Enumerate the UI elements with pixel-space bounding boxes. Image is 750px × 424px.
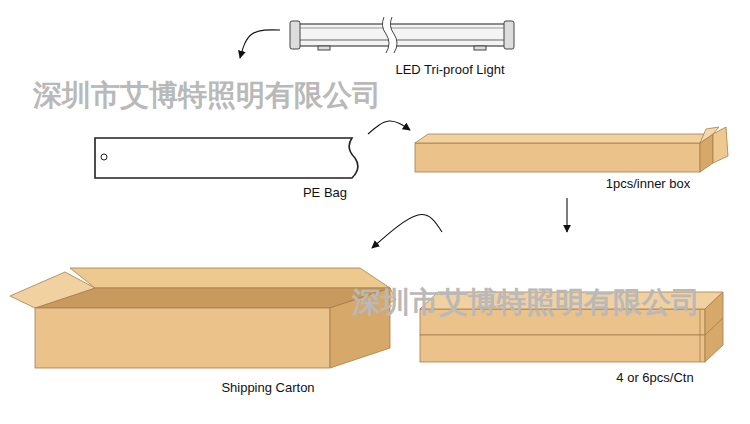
- step-caption: 1pcs/inner box: [606, 176, 691, 192]
- box-divider: [705, 318, 723, 335]
- bag-hole: [101, 154, 107, 160]
- carton-opening: [35, 288, 390, 308]
- carton-flap: [10, 272, 95, 308]
- light-end-cap: [290, 21, 300, 49]
- bag-outline: [95, 138, 358, 178]
- carton-front: [35, 308, 330, 368]
- shipping-carton: [10, 268, 396, 368]
- watermark: 深圳市艾博特照明有限公司: [352, 285, 700, 319]
- package-step: 1pcs/inner box: [410, 118, 730, 198]
- box-flap: [700, 127, 719, 143]
- pe-bag: [95, 138, 358, 178]
- box-end: [705, 292, 723, 362]
- break-line: [382, 17, 389, 53]
- carton-flap: [70, 268, 390, 288]
- break-line: [390, 17, 397, 53]
- watermark: 深圳市艾博特照明有限公司: [33, 78, 381, 112]
- light-diffuser: [296, 40, 508, 41]
- package-step: LED Tri-proof Light: [280, 14, 525, 82]
- flow-arrow: [566, 198, 567, 232]
- box-flap: [713, 127, 728, 163]
- box-top: [415, 134, 713, 143]
- light-clip: [318, 46, 330, 50]
- light-edge: [300, 28, 504, 29]
- break-gap: [382, 17, 397, 53]
- tri-proof-light: [290, 17, 514, 53]
- step-caption: PE Bag: [303, 185, 347, 201]
- flow-arrow: [368, 121, 410, 134]
- box-front: [415, 143, 700, 172]
- light-end-cap: [504, 21, 514, 49]
- step-caption: LED Tri-proof Light: [395, 62, 504, 78]
- box-front: [420, 335, 705, 362]
- light-body: [296, 24, 508, 46]
- step-caption: Shipping Carton: [221, 380, 314, 396]
- flow-arrow: [240, 30, 280, 58]
- light-clip: [474, 46, 486, 50]
- step-caption: 4 or 6pcs/Ctn: [616, 370, 693, 386]
- inner-box: [415, 127, 728, 172]
- flow-arrow: [372, 215, 442, 248]
- package-step: Shipping Carton: [8, 248, 398, 403]
